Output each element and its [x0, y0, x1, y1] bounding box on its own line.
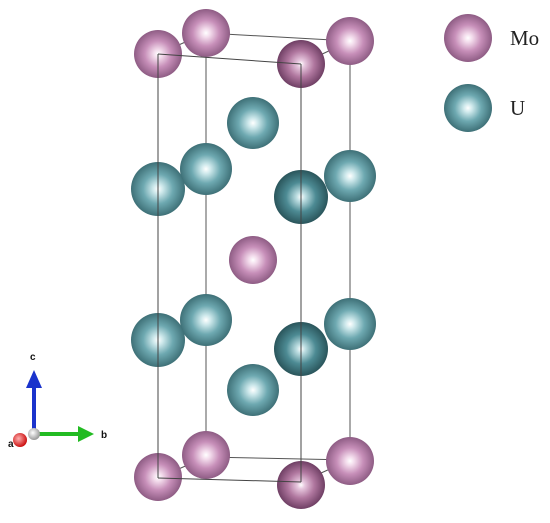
axis-c-arrowhead [26, 370, 42, 388]
mo-atom [182, 431, 230, 479]
legend-mo-sphere [444, 14, 492, 62]
mo-atom [277, 461, 325, 509]
legend-u-label: U [510, 96, 526, 120]
u-atom [180, 294, 232, 346]
axis-origin-sphere [28, 428, 40, 440]
axis-c-label: c [30, 352, 36, 363]
mo-atom [182, 9, 230, 57]
u-atom [324, 150, 376, 202]
axis-a-label: a [8, 439, 14, 450]
mo-atom [229, 236, 277, 284]
atoms-group [131, 9, 376, 509]
axis-b-arrowhead [78, 426, 94, 442]
legend-mo-label: Mo [510, 26, 540, 50]
legend-u-sphere [444, 84, 492, 132]
u-atom [227, 97, 279, 149]
unit-cell-front-edges [157, 53, 302, 483]
u-atom [227, 364, 279, 416]
axis-a-sphere [13, 433, 27, 447]
mo-atom [326, 17, 374, 65]
u-atom [180, 143, 232, 195]
axis-b-label: b [101, 430, 107, 441]
u-atom [324, 298, 376, 350]
axis-triad: c b a [8, 352, 107, 450]
unit-cell-back-edges [205, 32, 351, 461]
mo-atom [326, 437, 374, 485]
